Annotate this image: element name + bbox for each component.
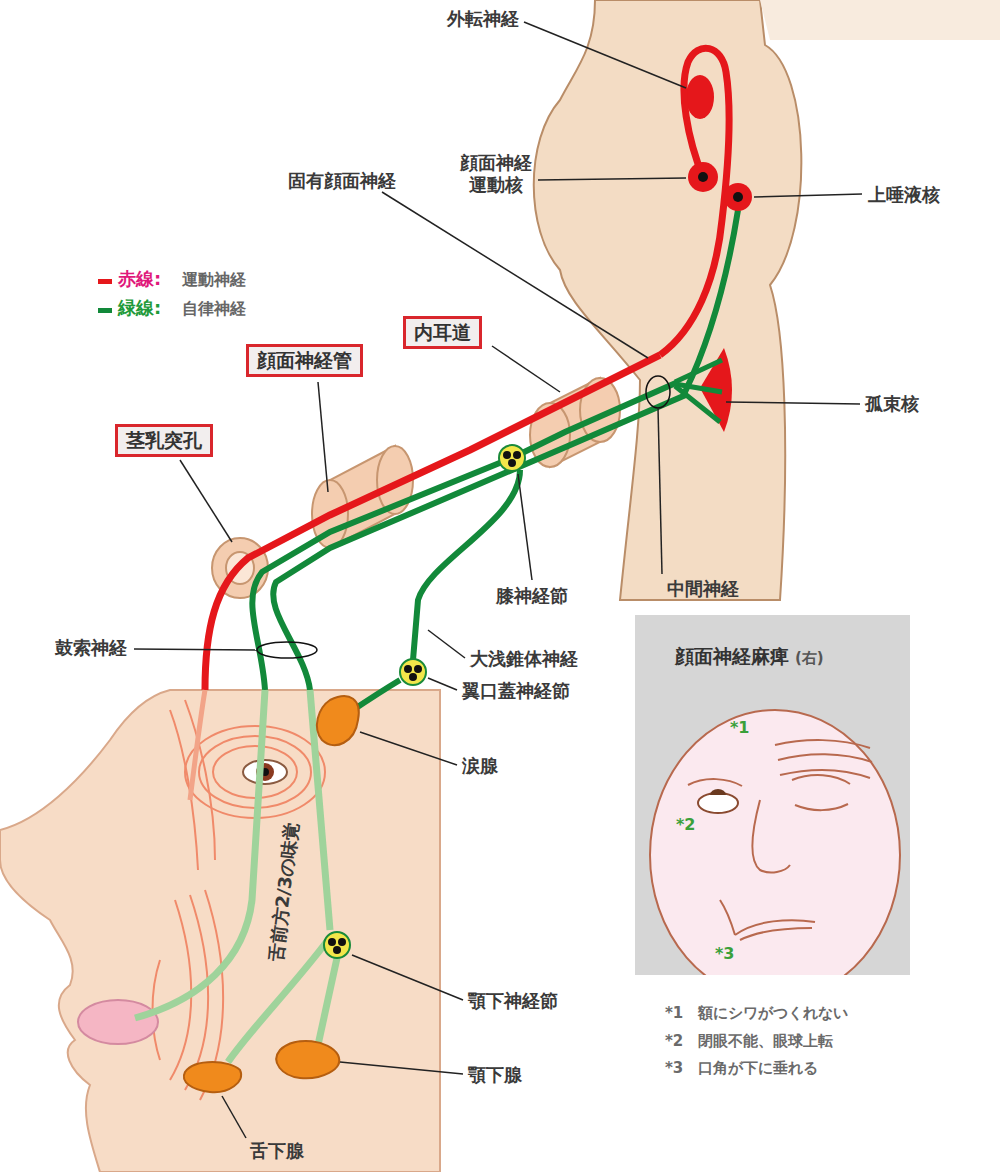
label-holder: 舌下腺 <box>250 1140 304 1162</box>
submandibular-fiber <box>318 958 337 1045</box>
part-label: 翼口蓋神経節 <box>462 680 570 702</box>
part-label: 孤束核 <box>865 393 919 415</box>
callout-number: *2 <box>676 815 696 834</box>
note-text: *1 額にシワがつくれない <box>665 1004 848 1023</box>
legend-swatch <box>98 279 112 284</box>
panel-subtitle: (右) <box>795 649 824 667</box>
palsy-panel: 顔面神経麻痺 (右) <box>635 615 910 975</box>
note-holder: *3 口角が下に垂れる <box>665 1059 818 1078</box>
legend-holder: 自律神経 <box>182 299 246 320</box>
callout-holder: *2 <box>676 815 696 834</box>
part-label: 大浅錐体神経 <box>470 648 578 670</box>
note-text: *2 閉眼不能、眼球上転 <box>665 1032 833 1051</box>
brainstem <box>534 0 802 600</box>
sublingual-gland <box>184 1062 241 1092</box>
label-holder: 翼口蓋神経節 <box>462 680 570 702</box>
part-label: 鼓索神経 <box>55 637 127 659</box>
box-label: 茎乳突孔 <box>126 429 202 452</box>
legend-text: 運動神経 <box>182 270 246 291</box>
part-label: 固有顔面神経 <box>288 170 396 192</box>
label-box: 顔面神経管 <box>246 344 363 377</box>
face <box>0 690 440 1172</box>
part-label: 上唾液核 <box>868 184 940 206</box>
legend-holder: 運動神経 <box>182 270 246 291</box>
facial-motor-nucleus <box>688 162 718 192</box>
box-label: 内耳道 <box>414 321 471 344</box>
greater-petrosal <box>413 470 520 660</box>
nucleus-dot <box>698 172 708 182</box>
autonomic-nerve <box>273 394 688 690</box>
facial-muscles <box>153 700 326 1100</box>
legend-text: 自律神経 <box>182 299 246 320</box>
cerebellum-edge <box>760 0 1000 40</box>
part-label: 膝神経節 <box>496 585 568 607</box>
callout-number: *3 <box>715 944 735 963</box>
panel-title: 顔面神経麻痺 <box>675 645 789 668</box>
note-text: *3 口角が下に垂れる <box>665 1059 818 1078</box>
box-label: 顔面神経管 <box>257 349 352 372</box>
part-label: 顎下腺 <box>468 1064 522 1086</box>
motor-nerve <box>205 355 660 690</box>
superior-salivatory-nucleus <box>724 183 752 211</box>
label-holder: 緑線: <box>118 297 161 319</box>
submandibular-ganglion <box>324 932 350 958</box>
pterygopalatine-ganglion <box>400 659 426 685</box>
note-holder: *1 額にシワがつくれない <box>665 1004 848 1023</box>
label-holder: 顔面神経 運動核 <box>456 152 536 195</box>
label-holder: 固有顔面神経 <box>288 170 396 192</box>
nucleus-dot <box>733 192 743 202</box>
label-holder: 顎下腺 <box>468 1064 522 1086</box>
palsy-illustration <box>635 615 910 975</box>
submandibular-gland <box>276 1041 339 1078</box>
part-label: 中間神経 <box>667 578 739 600</box>
abducens-nucleus <box>686 75 714 119</box>
intermediate-ring <box>646 376 670 408</box>
label-box: 茎乳突孔 <box>115 424 213 457</box>
solitary-fibers <box>675 360 722 422</box>
label-holder: 鼓索神経 <box>55 637 127 659</box>
part-label: 舌下腺 <box>250 1140 304 1162</box>
part-label: 赤線: <box>118 268 161 290</box>
label-holder: 上唾液核 <box>868 184 940 206</box>
label-holder: 顎下神経節 <box>468 990 558 1012</box>
box-text-wrap: 内耳道 <box>414 321 471 344</box>
part-label: 顎下神経節 <box>468 990 558 1012</box>
part-label: 顔面神経 運動核 <box>456 152 536 195</box>
label-box: 内耳道 <box>403 316 482 349</box>
label-holder: 外転神経 <box>447 8 519 30</box>
note-holder: *2 閉眼不能、眼球上転 <box>665 1032 833 1051</box>
callout-number: *1 <box>730 718 750 737</box>
callout-holder: *3 <box>715 944 735 963</box>
part-label: 舌前方2/3の味覚 <box>265 819 304 963</box>
chorda-ring <box>257 642 317 658</box>
tongue <box>78 1000 158 1044</box>
part-label: 涙腺 <box>462 755 498 777</box>
label-holder: 孤束核 <box>865 393 919 415</box>
label-holder: 涙腺 <box>462 755 498 777</box>
label-holder: 舌前方2/3の味覚 <box>265 819 304 963</box>
box-text-wrap: 茎乳突孔 <box>126 429 202 452</box>
label-holder: 中間神経 <box>667 578 739 600</box>
geniculate-ganglion <box>499 445 525 471</box>
legend-swatch <box>98 308 112 313</box>
callout-holder: *1 <box>730 718 750 737</box>
label-holder: 大浅錐体神経 <box>470 648 578 670</box>
box-text-wrap: 顔面神経管 <box>257 349 352 372</box>
motor-nerve-face <box>190 690 205 800</box>
part-label: 外転神経 <box>447 8 519 30</box>
lacrimal-gland <box>317 696 359 745</box>
taste-fiber <box>135 690 265 1018</box>
label-holder: 赤線: <box>118 268 161 290</box>
part-label: 緑線: <box>118 297 161 319</box>
eye <box>243 760 287 784</box>
label-holder: 膝神経節 <box>496 585 568 607</box>
